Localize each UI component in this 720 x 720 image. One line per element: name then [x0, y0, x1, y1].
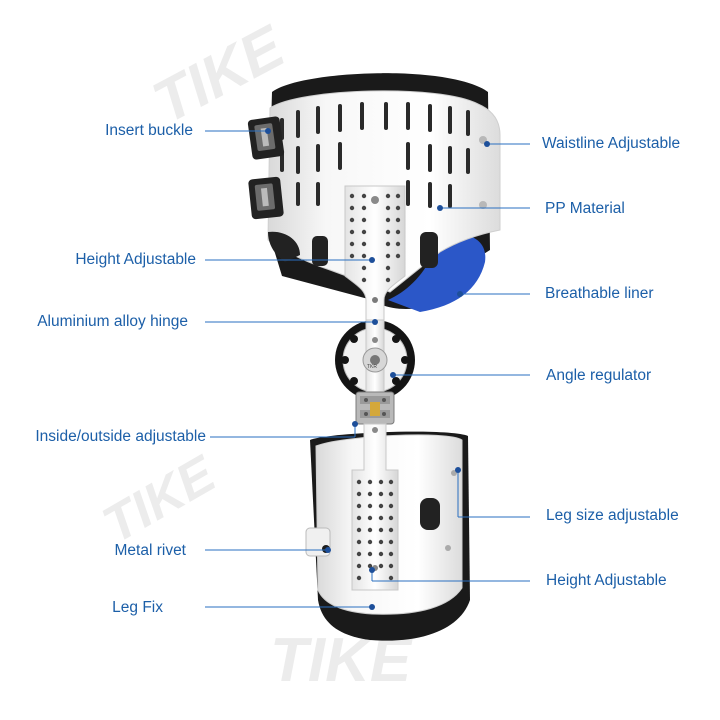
vent-slots-top — [280, 102, 470, 208]
label-aluminium-alloy-hinge: Aluminium alloy hinge — [37, 313, 188, 330]
label-height-adjustable-bottom: Height Adjustable — [546, 572, 667, 589]
buckle-upper — [247, 116, 285, 160]
label-leg-size-adjustable: Leg size adjustable — [546, 507, 679, 524]
leader-lines — [205, 130, 530, 608]
label-height-adjustable-top: Height Adjustable — [75, 251, 196, 268]
upper-bar — [344, 185, 406, 346]
label-pp-material: PP Material — [545, 200, 625, 217]
buckle-lower — [248, 176, 284, 220]
label-inside-outside-adjustable: Inside/outside adjustable — [35, 428, 206, 445]
leader-dots — [265, 128, 490, 610]
label-angle-regulator: Angle regulator — [546, 367, 652, 384]
hinge-assembly: TKR — [335, 319, 415, 401]
hinge-engraving: TKR — [367, 364, 377, 370]
inside-outside-adjuster — [355, 391, 395, 425]
label-metal-rivet: Metal rivet — [114, 542, 187, 559]
label-insert-buckle: Insert buckle — [105, 122, 193, 139]
label-breathable-liner: Breathable liner — [545, 285, 654, 302]
calf-cuff — [305, 423, 470, 641]
label-waistline-adjustable: Waistline Adjustable — [542, 135, 681, 152]
label-leg-fix: Leg Fix — [112, 599, 163, 616]
